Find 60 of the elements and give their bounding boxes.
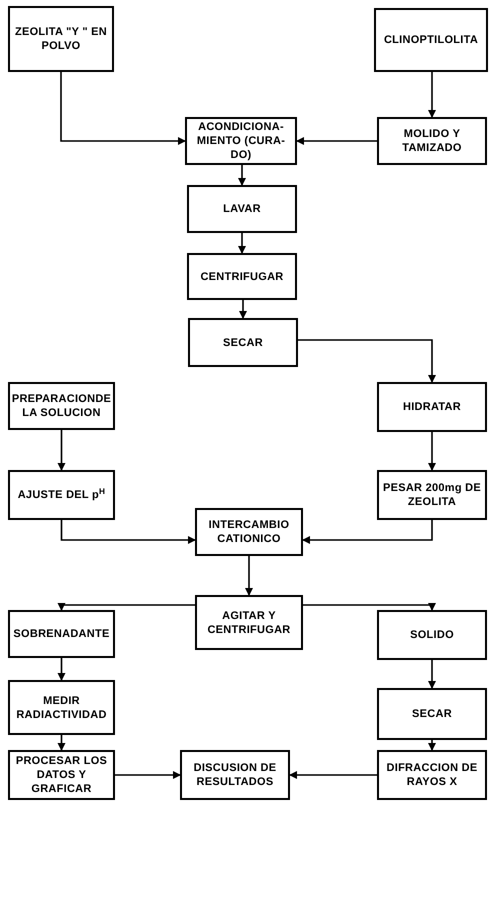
arrow [428, 660, 436, 689]
arrow [245, 556, 253, 596]
arrow [60, 72, 186, 145]
arrow [303, 603, 436, 611]
step-text: AJUSTE DEL p$^{H}$ [18, 488, 106, 502]
process-box [187, 253, 297, 300]
process-box [188, 318, 298, 367]
arrow [428, 740, 436, 751]
arrow [58, 603, 195, 611]
process-box [187, 185, 297, 233]
step-text: AGITAR Y CENTRIFUGAR [206, 608, 292, 636]
step-text: CENTRIFUGAR [200, 270, 284, 284]
arrow [428, 432, 436, 471]
process-box [377, 610, 487, 660]
arrow [115, 771, 181, 779]
arrow [58, 735, 66, 751]
step-text: INTERCAMBIO CATIONICO [208, 518, 290, 546]
step-text: PREPARACIONDE LA SOLUCION [12, 392, 112, 420]
step-text: MOLIDO Y TAMIZADO [401, 127, 463, 155]
process-box [185, 117, 297, 165]
step-text: LAVAR [223, 202, 261, 216]
step-text: PESAR 200mg DE ZEOLITA [383, 481, 481, 509]
step-text: DISCUSION DE RESULTADOS [192, 761, 278, 789]
step-text: DIFRACCION DE RAYOS X [386, 761, 478, 789]
step-text: ZEOLITA "Y " EN POLVO [14, 25, 108, 53]
step-text: SOBRENADANTE [13, 627, 110, 641]
process-box [195, 508, 303, 556]
process-box [377, 688, 487, 740]
arrow [428, 72, 436, 118]
process-box [8, 680, 115, 735]
process-box [374, 8, 488, 72]
process-box [8, 382, 115, 430]
arrow [302, 520, 433, 544]
step-text: MEDIR RADIACTIVIDAD [15, 694, 108, 722]
step-text: CLINOPTILOLITA [384, 33, 478, 47]
process-box [377, 750, 487, 800]
arrow [296, 137, 377, 145]
step-text: HIDRATAR [402, 400, 461, 414]
process-box [8, 610, 115, 658]
arrow [238, 233, 246, 254]
arrow [238, 165, 246, 186]
process-box [377, 117, 487, 165]
step-text: ACONDICIONA- MIENTO (CURA- DO) [196, 120, 286, 162]
arrow [58, 658, 66, 681]
arrow [298, 339, 436, 383]
process-box [8, 470, 115, 520]
arrow [239, 300, 247, 319]
step-text: PROCESAR LOS DATOS Y GRAFICAR [14, 754, 108, 796]
process-box [377, 470, 487, 520]
arrow [289, 771, 377, 779]
arrow [60, 520, 196, 544]
step-text: SECAR [223, 336, 263, 350]
process-box [195, 595, 303, 650]
step-text: SOLIDO [410, 628, 454, 642]
process-box [8, 6, 114, 72]
step-text: SECAR [412, 707, 452, 721]
arrow [58, 430, 66, 471]
process-box [377, 382, 487, 432]
process-box [180, 750, 290, 800]
process-box [8, 750, 115, 800]
